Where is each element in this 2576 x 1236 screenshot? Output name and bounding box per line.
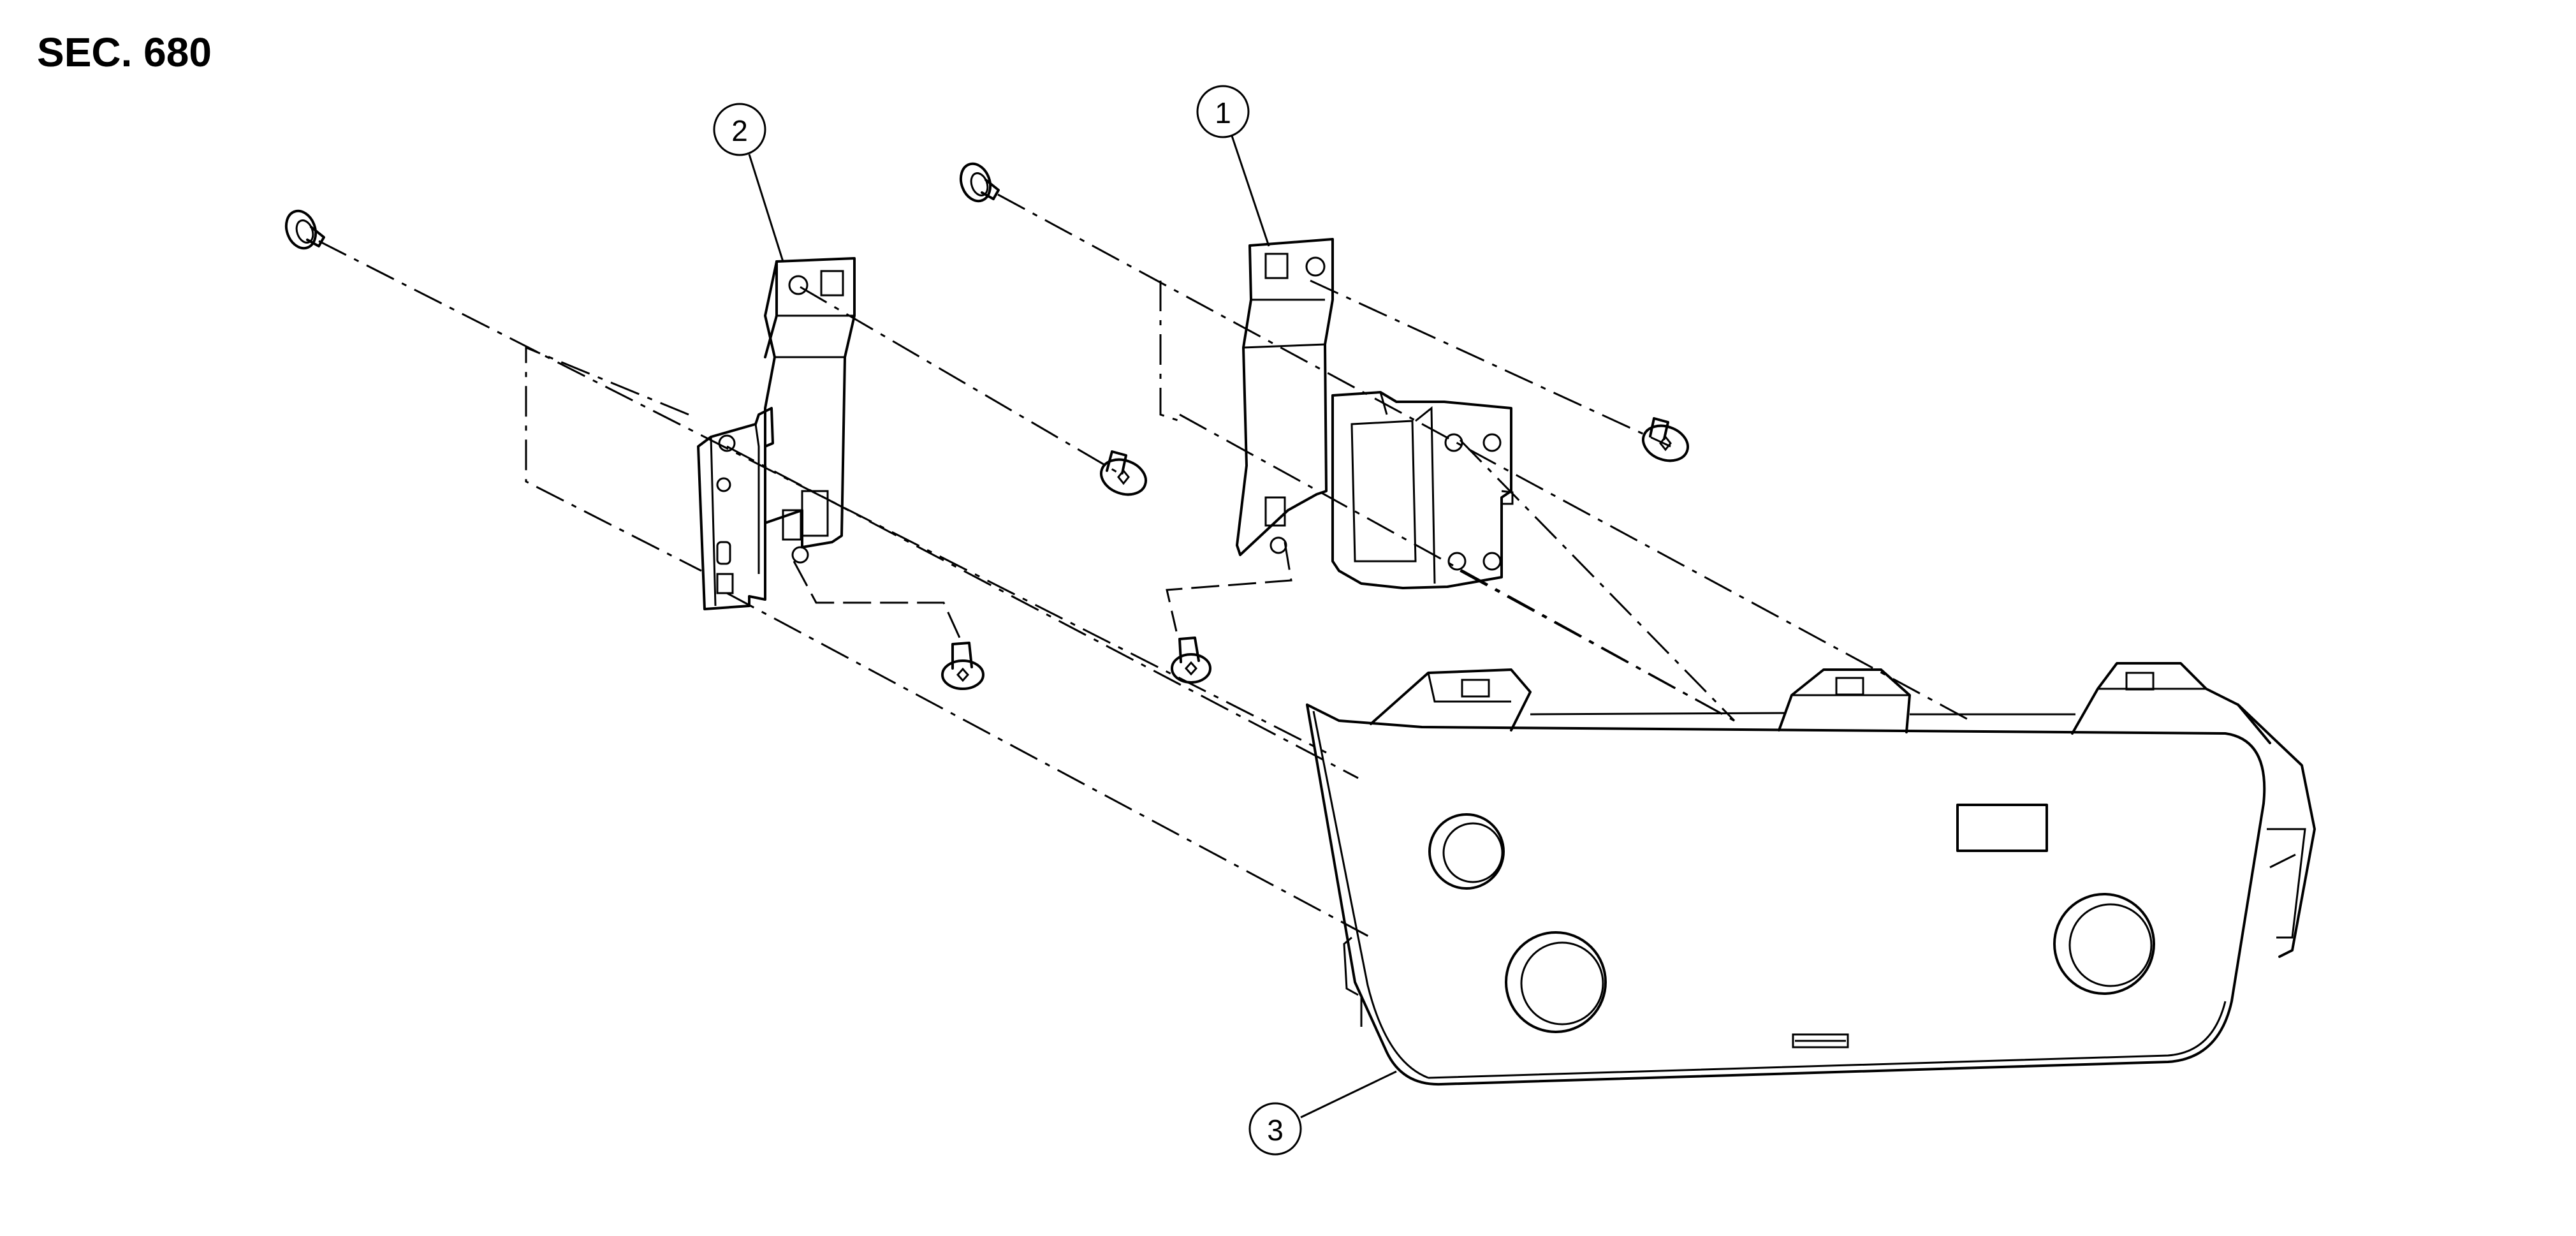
screw-bracket-right [1642, 417, 1689, 462]
callout-1: 1 [1196, 85, 1270, 247]
callout-3-label: 3 [1267, 1114, 1284, 1147]
screw-upper-left [284, 209, 325, 250]
screw-upper-middle [959, 162, 1000, 203]
screw-lower-left [941, 642, 984, 690]
screw-bracket-left [1100, 450, 1147, 496]
callout-3: 3 [1248, 1070, 1397, 1156]
callout-2: 2 [713, 103, 784, 262]
bracket-right [1236, 238, 1514, 589]
callout-1-label: 1 [1215, 96, 1231, 129]
bracket-left [697, 257, 856, 610]
assembly-guide-lines [318, 193, 1971, 939]
screw-lower-middle [1171, 636, 1211, 684]
section-label: SEC. 680 [37, 29, 212, 75]
finisher-panel [1306, 662, 2316, 1086]
callout-2-label: 2 [731, 114, 748, 147]
